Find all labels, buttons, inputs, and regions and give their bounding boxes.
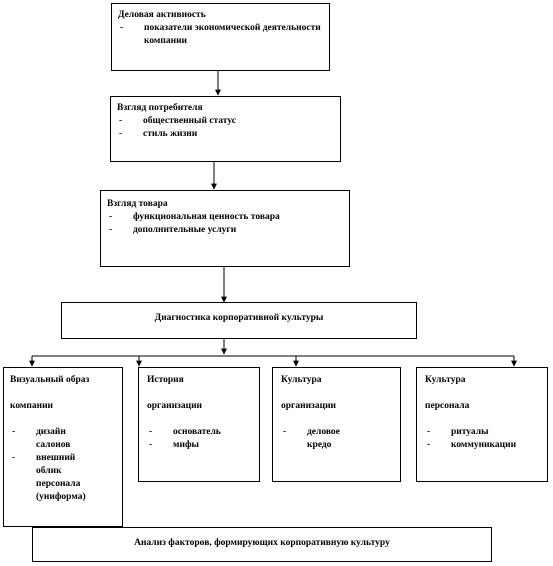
staff-culture-list: -ритуалы -коммуникации <box>425 426 539 452</box>
org-culture-list: -деловое кредо <box>281 426 361 452</box>
business-activity-box: Деловая активность -показатели экономиче… <box>111 3 330 71</box>
list-item: -коммуникации <box>427 440 517 450</box>
product-view-box: Взгляд товара -функциональная ценность т… <box>100 190 350 267</box>
staff-culture-subtitle: персонала <box>425 401 470 411</box>
list-item: -внешний облик персонала <box>12 453 81 489</box>
visual-image-clipped-text: (униформа) <box>36 492 86 502</box>
consumer-view-box: Взгляд потребителя -общественный статус … <box>110 96 341 162</box>
list-item: -функциональная ценность товара <box>109 212 280 222</box>
org-culture-box: Культура организации -деловое кредо <box>272 367 401 482</box>
diagnostics-title: Диагностика корпоративной культуры <box>154 313 324 323</box>
list-item: -общественный статус <box>119 116 237 126</box>
history-title: История <box>147 375 184 385</box>
analysis-title: Анализ факторов, формирующих корпоративн… <box>134 538 390 548</box>
list-item: -стиль жизни <box>119 129 198 139</box>
org-culture-subtitle: организации <box>281 401 337 411</box>
history-list: -основатель -мифы <box>147 426 251 452</box>
business-activity-list: -показатели экономической деятельности к… <box>118 22 323 48</box>
list-item: -показатели экономической деятельности к… <box>120 23 321 46</box>
list-item: -мифы <box>149 440 199 450</box>
diagnostics-box: Диагностика корпоративной культуры <box>61 302 417 339</box>
product-view-title: Взгляд товара <box>107 199 168 209</box>
staff-culture-title: Культура <box>425 375 466 385</box>
list-item: -дополнительные услуги <box>109 225 237 235</box>
business-activity-title: Деловая активность <box>118 10 206 20</box>
visual-image-box: Визуальный образ компании -дизайн салоно… <box>3 367 123 527</box>
product-view-list: -функциональная ценность товара -дополни… <box>107 211 343 237</box>
visual-image-title: Визуальный образ <box>10 375 90 385</box>
consumer-view-list: -общественный статус -стиль жизни <box>117 115 334 141</box>
analysis-box: Анализ факторов, формирующих корпоративн… <box>32 527 492 562</box>
list-item: -деловое кредо <box>283 427 340 450</box>
staff-culture-box: Культура персонала -ритуалы -коммуникаци… <box>416 367 548 482</box>
visual-image-list: -дизайн салонов -внешний облик персонала <box>10 426 81 491</box>
history-subtitle: организации <box>147 401 203 411</box>
list-item: -основатель <box>149 427 221 437</box>
history-box: История организации -основатель -мифы <box>138 367 260 482</box>
list-item: -дизайн салонов <box>12 427 71 450</box>
list-item: -ритуалы <box>427 427 489 437</box>
consumer-view-title: Взгляд потребителя <box>117 103 203 113</box>
org-culture-title: Культура <box>281 375 322 385</box>
visual-image-subtitle: компании <box>10 401 54 411</box>
